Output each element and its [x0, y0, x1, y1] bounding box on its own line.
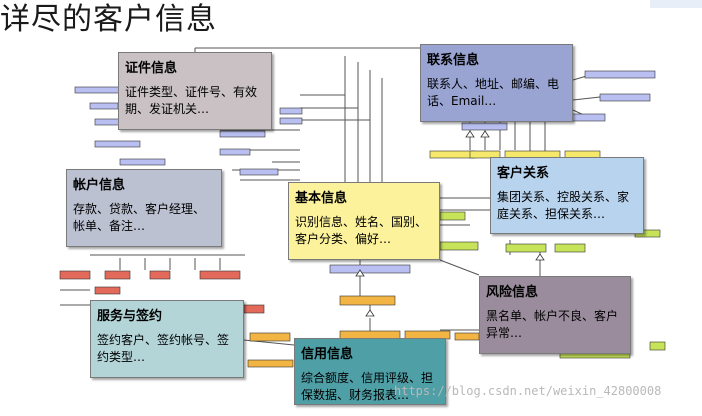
card-body: 集团关系、控股关系、家庭关系、担保关系… [497, 190, 630, 221]
generalization-arrow [480, 130, 490, 138]
entity-box [429, 150, 476, 159]
entity-box [104, 270, 131, 280]
card-certificate-info: 证件信息 证件类型、证件号、有效期、发证机关… [118, 52, 272, 130]
entity-box [119, 158, 166, 166]
card-service-contract: 服务与签约 签约客户、签约帐号、签约类型… [90, 300, 244, 378]
card-title: 信用信息 [301, 347, 354, 362]
card-body: 识别信息、姓名、国别、客户分类、偏好… [295, 215, 428, 246]
card-contact-info: 联系信息 联系人、地址、邮编、电话、Email… [420, 44, 573, 122]
entity-box [94, 140, 141, 148]
card-title: 风险信息 [486, 285, 539, 300]
entity-box [94, 118, 121, 126]
entity-box [454, 332, 480, 341]
connector-line [572, 96, 601, 101]
entity-box [279, 107, 303, 115]
entity-box [247, 359, 294, 368]
card-body: 联系人、地址、邮编、电话、Email… [427, 77, 560, 108]
entity-box [199, 270, 241, 280]
card-title: 证件信息 [125, 61, 178, 76]
entity-box [439, 241, 479, 251]
entity-box [94, 286, 121, 295]
entity-box [243, 304, 265, 314]
entity-box [649, 341, 666, 351]
entity-box [249, 332, 291, 342]
card-basic-info: 基本信息 识别信息、姓名、国别、客户分类、偏好… [288, 182, 440, 260]
watermark-url: https://blog.csdn.net/weixin_42800008 [394, 384, 662, 398]
entity-box [439, 211, 466, 221]
card-title: 服务与签约 [97, 309, 163, 324]
entity-box [461, 122, 508, 131]
card-title: 客户关系 [497, 166, 550, 181]
card-title: 基本信息 [295, 191, 348, 206]
entity-box [239, 168, 279, 176]
card-customer-relation: 客户关系 集团关系、控股关系、家庭关系、担保关系… [490, 157, 644, 234]
entity-box [149, 270, 171, 280]
card-risk-info: 风险信息 黑名单、帐户不良、客户异常… [479, 276, 631, 354]
entity-box [219, 130, 266, 138]
generalization-arrow [355, 269, 365, 277]
entity-box [74, 86, 121, 94]
card-body: 综合额度、信用评级、担保数据、财务报表… [301, 371, 434, 402]
card-account-info: 帐户信息 存款、贷款、客户经理、帐单、备注… [66, 169, 222, 247]
entity-box [599, 93, 651, 102]
entity-box [469, 150, 501, 159]
page-title: 详尽的客户信息 [0, 2, 217, 37]
entity-box [329, 264, 411, 274]
card-title: 联系信息 [427, 53, 480, 68]
entity-box [505, 243, 547, 253]
entity-box [584, 70, 656, 79]
card-credit-info: 信用信息 综合额度、信用评级、担保数据、财务报表… [294, 338, 446, 405]
generalization-arrow [465, 130, 475, 138]
generalization-arrow [365, 309, 375, 317]
entity-box [554, 243, 586, 253]
entity-box [339, 295, 396, 306]
card-body: 签约客户、签约帐号、签约类型… [97, 333, 230, 364]
card-body: 证件类型、证件号、有效期、发证机关… [125, 85, 258, 116]
entity-box [279, 117, 303, 125]
entity-box [59, 270, 91, 280]
card-body: 存款、贷款、客户经理、帐单、备注… [73, 202, 206, 233]
entity-box [219, 148, 251, 156]
card-title: 帐户信息 [73, 178, 126, 193]
top-right-highlight [650, 0, 702, 8]
generalization-arrow [535, 253, 545, 261]
entity-box [89, 102, 119, 110]
entity-box [569, 113, 606, 122]
card-body: 黑名单、帐户不良、客户异常… [486, 309, 619, 340]
connector-line [439, 259, 480, 276]
